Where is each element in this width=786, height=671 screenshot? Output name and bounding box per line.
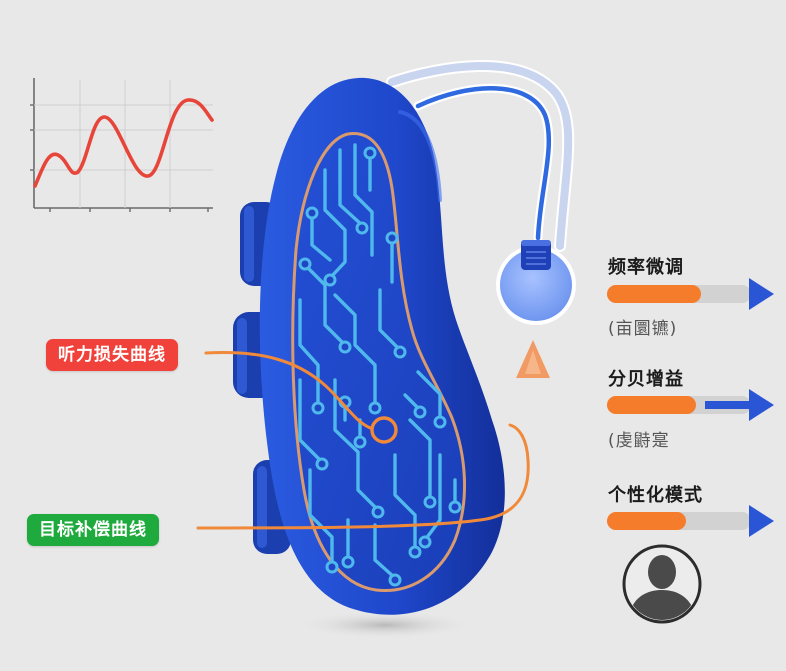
slider-personal-mode[interactable] [607, 505, 774, 537]
speaker-receiver [496, 240, 576, 325]
frequency-tuning-subtitle: (亩圜镳) [608, 319, 678, 339]
frequency-tuning-title: 频率微调 [608, 257, 684, 278]
connection-wires [196, 351, 530, 530]
decibel-gain-title: 分贝增益 [608, 369, 684, 390]
target-compensation-curve-label: 目标补偿曲线 [27, 514, 159, 546]
ear-hook-tube [386, 60, 575, 252]
hearing-loss-curve-label: 听力损失曲线 [46, 339, 178, 371]
circuit-board [291, 132, 467, 593]
slider-frequency[interactable] [607, 278, 774, 310]
personalized-mode-title: 个性化模式 [608, 485, 703, 506]
device-shadow [295, 611, 475, 639]
right-arrow-icon[interactable] [749, 505, 774, 537]
right-arrow-icon[interactable] [749, 389, 774, 421]
wire-junction [370, 416, 398, 444]
right-arrow-icon[interactable] [749, 278, 774, 310]
user-avatar-icon[interactable] [622, 544, 702, 624]
line-graph-icon [30, 78, 214, 212]
slider-gain[interactable] [607, 389, 774, 421]
decibel-gain-subtitle: (虔鼭寔 [608, 431, 670, 451]
